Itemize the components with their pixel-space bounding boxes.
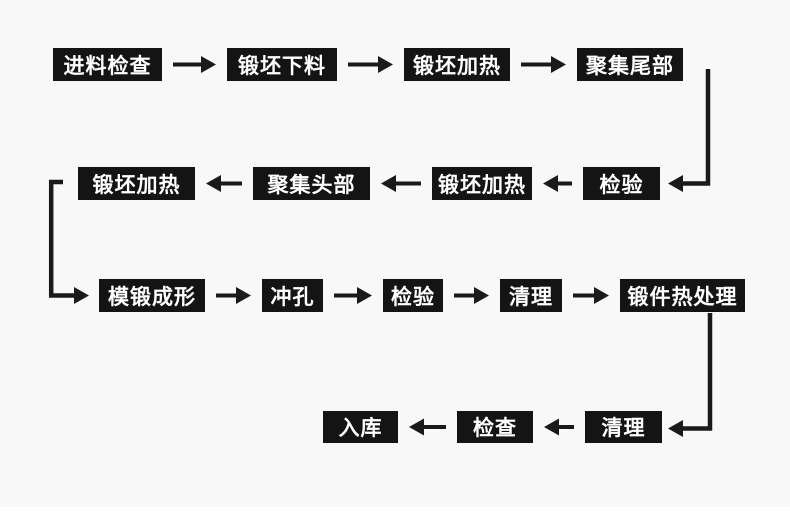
- flow-node: 冲孔: [262, 279, 323, 312]
- flow-node: 检验: [583, 167, 660, 200]
- flow-node: 锻坯下料: [227, 48, 337, 81]
- flow-node: 进料检查: [53, 48, 162, 81]
- flow-node: 锻坯加热: [78, 167, 195, 200]
- flow-node: 入库: [323, 411, 398, 443]
- flow-node: 模锻成形: [99, 279, 205, 312]
- flow-node: 清理: [500, 279, 562, 312]
- flow-node: 锻件热处理: [620, 279, 745, 312]
- flow-node: 聚集头部: [253, 167, 370, 200]
- flow-node: 清理: [585, 411, 662, 443]
- flow-node: 锻坯加热: [432, 167, 532, 200]
- flow-node: 检查: [457, 411, 533, 443]
- flow-node: 聚集尾部: [577, 48, 683, 81]
- flow-node: 检验: [383, 279, 443, 312]
- flow-node: 锻坯加热: [404, 48, 510, 81]
